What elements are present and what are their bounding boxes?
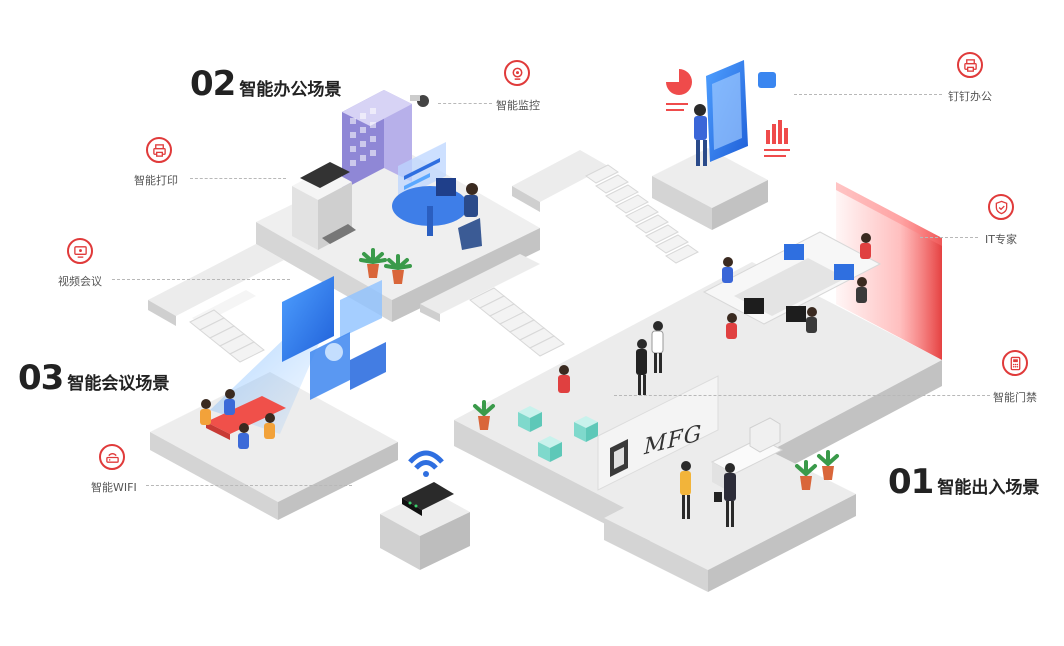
projector-beam [210,276,386,434]
scene-label: 智能办公场景 [239,80,342,100]
entrance-platform [604,442,856,592]
left-stairs [189,309,265,363]
it-workstation [702,231,882,325]
security-camera [410,95,429,107]
lobby-visitors [558,321,664,395]
office-desk [392,178,468,236]
video-conference-icon [67,238,93,264]
router-icon [99,444,125,470]
scene-title-03: 03 智能会议场景 [18,358,169,398]
camera-icon [504,60,530,86]
it-staff [722,233,871,339]
shield-icon [988,194,1014,220]
scene-label: 智能会议场景 [67,374,170,394]
scene-label: 智能出入场景 [937,478,1040,498]
scene-number: 03 [18,358,64,398]
upper-stairs [585,164,699,264]
office-printer [292,162,356,250]
callout-label: 智能监控 [496,99,540,112]
server-rack [342,90,412,190]
it-red-wall [836,182,942,360]
wifi-router-block [380,450,470,570]
reception-wall [597,375,719,491]
scene-title-02: 02 智能办公场景 [190,64,341,104]
lobby-plant [473,400,495,430]
dingtalk-platform [652,148,768,230]
scene-number: 02 [190,64,236,104]
meeting-participants [200,389,275,449]
callout-label: 视频会议 [58,275,102,288]
office-hologram-screen [398,142,446,200]
middle-stairs [469,287,565,357]
callout-label: 智能打印 [134,174,178,187]
callout-label: IT专家 [985,233,1017,246]
dingtalk-user [694,104,707,166]
callout-label: 智能门禁 [993,391,1037,404]
touch-screen [706,60,748,162]
upper-bridge [512,150,608,212]
office-worker [458,183,482,250]
printer-icon [146,137,172,163]
scene-title-01: 01 智能出入场景 [888,462,1039,502]
entrance-visitors [680,461,736,527]
entrance-plants [795,450,839,490]
meeting-table [206,396,286,440]
access-control-icon [1002,350,1028,376]
office-plants [359,248,412,284]
lobby-stools [518,406,598,462]
scene-number: 01 [888,462,934,502]
dingtalk-printer-icon [957,52,983,78]
middle-walkway [420,254,540,322]
callout-label: 智能WIFI [91,481,137,494]
dingtalk-hologram [666,69,790,157]
callout-label: 钉钉办公 [948,90,992,103]
